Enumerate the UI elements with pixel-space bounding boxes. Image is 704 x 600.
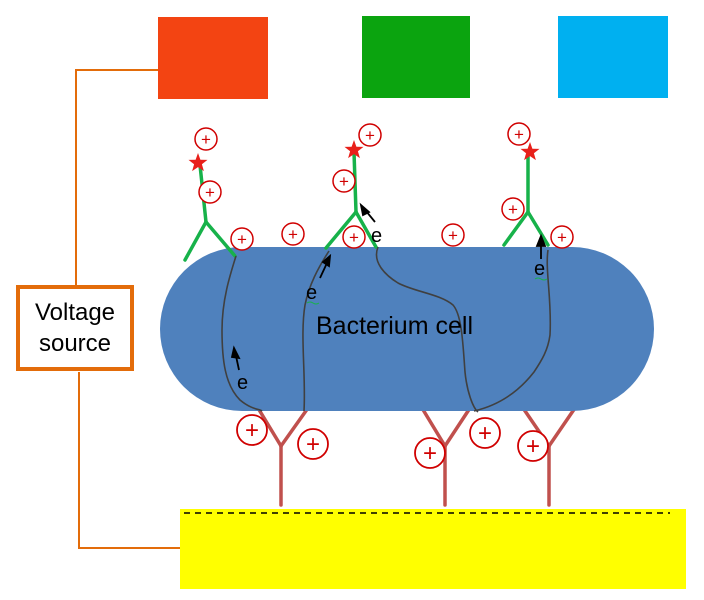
voltage-source-line2: source [38,330,112,357]
top-antibody-1 [183,163,237,262]
charge-icon: + [507,122,531,146]
svg-text:+: + [478,420,492,447]
wire-bottom [78,372,182,549]
charge-icon: + [297,428,329,460]
svg-text:+: + [245,417,259,444]
svg-text:+: + [201,130,211,149]
red-square [158,17,268,99]
charge-icon: + [469,417,501,449]
electron-path-3 [375,246,479,413]
electrode [180,509,686,589]
electron-label: e [306,282,317,304]
bottom-antibody-1 [256,406,310,507]
voltage-source-line1: Voltage [34,299,116,326]
charge-icon: + [194,127,218,151]
charge-icon: + [550,225,574,249]
charge-icon: + [517,430,549,462]
charge-icon: + [441,223,465,247]
voltage-source-box: Voltage source [16,285,134,371]
electron-label: e [371,225,382,247]
top-antibody-3 [502,152,550,247]
svg-text:+: + [306,431,320,458]
electron-arrows [230,202,547,371]
svg-text:+: + [339,172,349,191]
charge-icon: + [342,225,366,249]
charge-icon: + [501,197,525,221]
positive-charges: + + + + + + + + + + + + + + + + [194,122,574,469]
svg-text:+: + [514,125,524,144]
svg-text:+: + [365,126,375,145]
svg-text:+: + [288,225,298,244]
svg-text:+: + [205,183,215,202]
svg-text:+: + [237,230,247,249]
svg-text:+: + [508,200,518,219]
charge-icon: + [358,123,382,147]
charge-icon: + [281,222,305,246]
bacterium-cell [160,247,654,411]
svg-text:+: + [423,440,437,467]
electron-path-2 [302,250,330,412]
charge-icon: + [414,437,446,469]
charge-icon: + [198,180,222,204]
bacterium-cell-label: Bacterium cell [316,312,473,340]
charge-icon: + [230,227,254,251]
blue-square [558,16,668,98]
electron-label: e [237,372,248,394]
electron-path-4 [473,249,552,412]
star-icon [520,142,540,161]
electron-path-1 [221,255,263,412]
charge-icon: + [332,169,356,193]
svg-text:+: + [448,226,458,245]
svg-text:+: + [557,228,567,247]
electron-squiggles [306,277,548,305]
svg-text:+: + [526,433,540,460]
star-icon [188,153,208,172]
electron-label: e [534,258,545,280]
charge-icon: + [236,414,268,446]
svg-text:+: + [349,228,359,247]
wire-top [75,69,158,287]
green-square [362,16,470,98]
star-icon [344,140,364,159]
